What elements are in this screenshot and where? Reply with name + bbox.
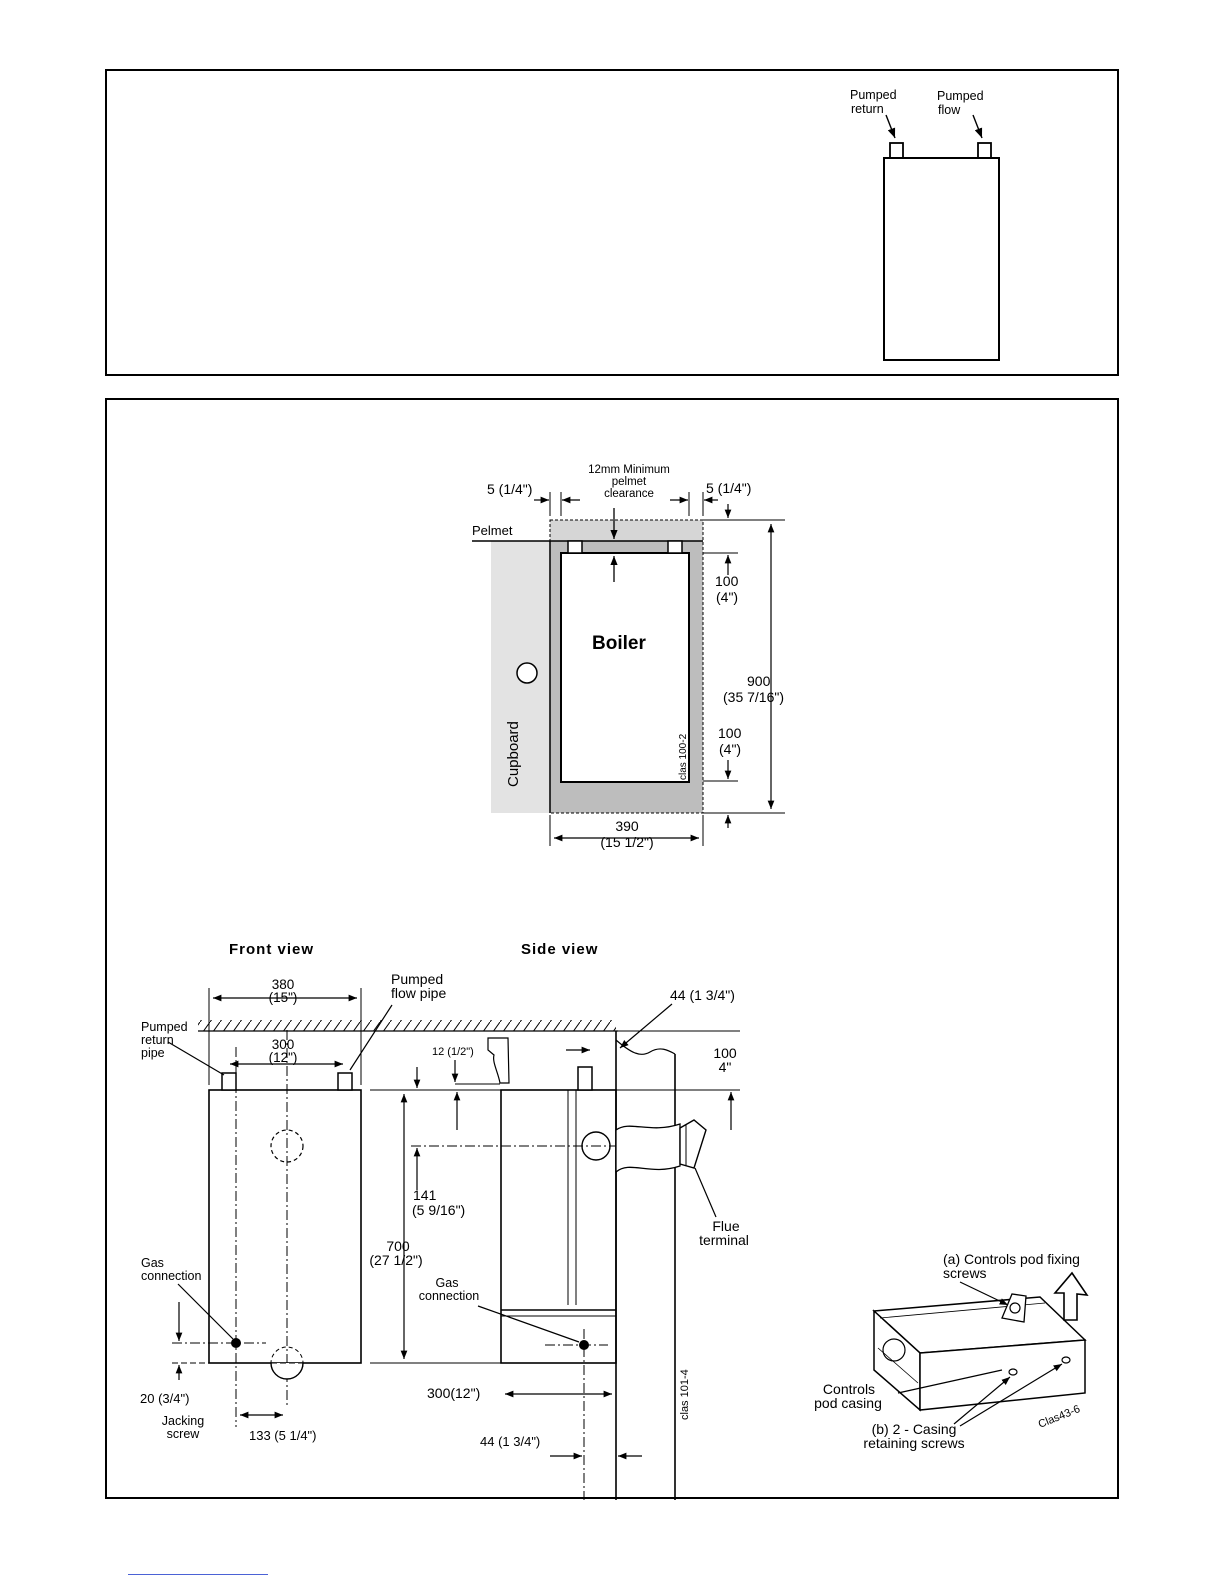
label-front-width: 380(15") [269,977,298,1005]
front-boiler-outline [208,1089,362,1364]
label-gas-height: 20 (3/4") [140,1391,189,1406]
label-side-right: 5 (1/4") [706,480,751,496]
label-pelmet-gap: 12 (1/2") [432,1046,474,1058]
label-overall-width: 390(15 1/2") [600,818,653,850]
flue-outlet-hidden [270,1129,304,1163]
cupboard-knob [516,662,538,684]
main-panel-frame [105,398,1119,1499]
label-pipe-spacing: 300(12") [269,1037,298,1065]
side-boiler-outline [500,1089,617,1364]
clearance-ref: clas 100-2 [678,733,689,780]
fixing-screw [1009,1302,1021,1314]
pod-knob [882,1338,906,1362]
boiler-outline [883,157,1000,361]
label-pelmet: Pelmet [472,523,513,538]
fixing-bracket [1001,1293,1027,1323]
label-gas-offset: 133 (5 1/4") [249,1428,317,1443]
side-view-title: Side view [521,941,598,958]
retaining-screw-1 [1008,1368,1018,1376]
cupboard-label: Cupboard [505,721,522,787]
label-top-clearance: 100(4") [715,573,739,605]
lift-arrow [1053,1271,1089,1321]
label-side-left: 5 (1/4") [487,481,532,497]
front-flow-pipe [337,1072,353,1091]
footer-link-underline[interactable] [128,1574,268,1575]
flow-pipe-stub [977,142,992,159]
side-flow-pipe [577,1066,593,1091]
side-gas-connection [579,1340,589,1350]
label-bottom-clearance: 100(4") [718,725,742,757]
pod-casing-side [919,1339,1086,1411]
label-wall-offset-bottom: 44 (1 3/4") [480,1434,540,1449]
label-flue-height: 141(5 9/16") [412,1187,465,1218]
front-view-title: Front view [229,941,314,958]
pelmet-detail [487,1037,510,1084]
boiler-label: Boiler [592,633,646,654]
dimension-diagram: Front view Side view 380(15") 300(12") P… [140,941,749,1500]
ceiling-hatch [198,1020,616,1031]
return-pipe-stub [889,142,904,159]
jacking-screw-shape [270,1362,304,1380]
retaining-screw-2 [1061,1356,1071,1364]
pelmet-clearance-strip [550,520,703,541]
front-return-pipe [221,1072,237,1091]
flue-pipe [615,1123,681,1174]
wall-section [615,1031,676,1500]
front-gas-connection [231,1338,241,1348]
label-overall-height: 900(35 7/16") [723,673,784,705]
flue-terminal-shape [679,1119,707,1169]
dimension-ref: clas 101-4 [679,1369,691,1420]
pod-ref: Clas43-6 [1037,1403,1082,1431]
label-front-height: 700(27 1/2") [369,1238,422,1268]
label-side-depth: 300(12") [427,1385,480,1401]
boiler-case [560,552,690,783]
top-panel-frame [105,69,1119,376]
label-wall-offset-top: 44 (1 3/4") [670,987,735,1003]
